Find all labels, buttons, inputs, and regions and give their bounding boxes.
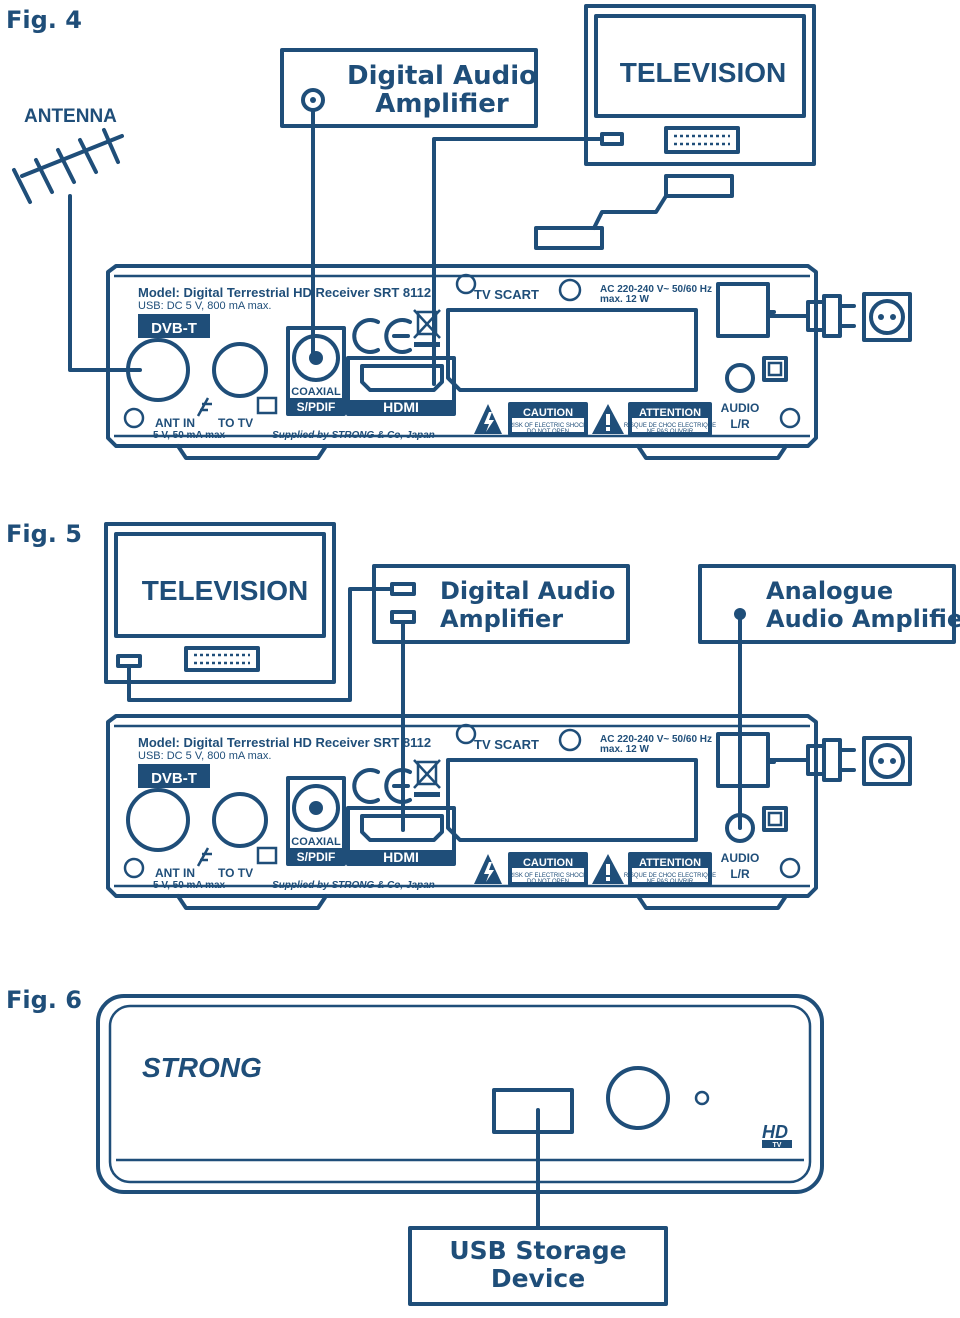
- fig4-tv-scart-port: [664, 126, 740, 154]
- fig5-amplifier-box: [372, 564, 630, 644]
- panel-usb: USB: DC 5 V, 800 mA max.: [138, 300, 271, 312]
- fig6-hdtv: TV: [773, 1142, 782, 1149]
- fig5: Fig. 5 TELEVISION Digital Audio Amplifie…: [6, 520, 960, 910]
- panel-model: Model: Digital Terrestrial HD Receiver S…: [138, 285, 431, 300]
- fig6-usb-line1: USB Storage: [449, 1236, 626, 1265]
- panel-supplied: Supplied by STRONG & Co, Japan: [272, 430, 435, 441]
- panel5-hdmi: HDMI: [383, 849, 419, 865]
- fig6-usb-line2: Device: [491, 1264, 585, 1293]
- panel-to-tv: TO TV: [218, 416, 253, 430]
- fig6-usb-device-box: [408, 1226, 668, 1306]
- panel5-tv-scart: TV SCART: [474, 737, 539, 752]
- fig4-power-plug-icon: [766, 292, 912, 342]
- fig5-amp-hdmi-out: [390, 610, 416, 624]
- panel5-coaxial: COAXIAL: [291, 836, 341, 848]
- fig4-amplifier-box: [280, 48, 538, 128]
- analog-jack-icon: [734, 608, 746, 620]
- fig5-label: Fig. 5: [6, 520, 82, 548]
- fig4-antenna-cable: [68, 194, 142, 372]
- panel-caution-sub1: RISK OF ELECTRIC SHOCK: [509, 423, 587, 429]
- fig5-amp-line1: Digital Audio: [440, 577, 615, 605]
- panel5-supplied: Supplied by STRONG & Co, Japan: [272, 880, 435, 891]
- panel-coaxial: COAXIAL: [291, 386, 341, 398]
- panel5-ac-line1: AC 220-240 V~ 50/60 Hz: [600, 734, 712, 745]
- panel-ac-line1: AC 220-240 V~ 50/60 Hz: [600, 284, 712, 295]
- panel5-ac-line2: max. 12 W: [600, 744, 649, 755]
- panel-dvbt: DVB-T: [151, 320, 197, 337]
- fig5-tv-hdmi-cable: [127, 587, 394, 702]
- fig5-tv-hdmi-port: [116, 654, 142, 668]
- fig5-tv-scart-port: [184, 646, 260, 672]
- panel5-caution-sub1: RISK OF ELECTRIC SHOCK: [509, 873, 587, 879]
- fig5-tv-screen: [114, 532, 326, 638]
- panel-hdmi: HDMI: [383, 399, 419, 415]
- panel-lr: L/R: [730, 417, 750, 431]
- panel5-attention-sub1: RISQUE DE CHOC ELECTRIQUE: [624, 873, 716, 879]
- panel5-attention: ATTENTION: [639, 857, 701, 869]
- fig6-hd: HD: [762, 1122, 788, 1142]
- fig4-tv-frame: [584, 4, 816, 166]
- fig4-panel-labels: Model: Digital Terrestrial HD Receiver S…: [138, 284, 759, 441]
- fig4-amp-line1: Digital Audio: [347, 61, 537, 91]
- fig5-analog-line1: Analogue: [766, 577, 893, 605]
- fig6-hdtv-bar: [762, 1140, 792, 1148]
- fig6-receiver-front: [96, 994, 824, 1194]
- fig4-amp-line2: Amplifier: [375, 89, 509, 119]
- fig5-panel-labels: Model: Digital Terrestrial HD Receiver S…: [138, 734, 759, 891]
- scart-cable-icon: [534, 174, 734, 250]
- panel5-spdif: S/PDIF: [297, 850, 336, 864]
- fig6: Fig. 6 STRONG HD TV USB Storage Device: [6, 986, 824, 1306]
- fig5-analog-line2: Audio Amplifier: [766, 605, 960, 633]
- panel-ant-in: ANT IN: [155, 416, 195, 430]
- panel5-to-tv: TO TV: [218, 866, 253, 880]
- panel-audio: AUDIO: [721, 401, 760, 415]
- fig4-hdmi-cable: [432, 137, 604, 386]
- fig4: Fig. 4 ANTENNA Digital Audio Amplifier T…: [6, 4, 912, 460]
- panel5-attention-sub2: NE PAS OUVRIR: [647, 879, 694, 885]
- panel-attention: ATTENTION: [639, 407, 701, 419]
- fig5-tv-label: TELEVISION: [142, 575, 308, 606]
- panel5-model: Model: Digital Terrestrial HD Receiver S…: [138, 735, 431, 750]
- panel5-lr: L/R: [730, 867, 750, 881]
- panel-attention-sub2: NE PAS OUVRIR: [647, 429, 694, 435]
- panel-ac-line2: max. 12 W: [600, 294, 649, 305]
- fig5-amp-hdmi-in: [390, 582, 416, 596]
- panel5-caution: CAUTION: [523, 857, 573, 869]
- panel5-audio: AUDIO: [721, 851, 760, 865]
- fig6-usb-port: [492, 1088, 574, 1134]
- panel-ant-spec: 5 V, 50 mA max: [153, 430, 226, 441]
- fig6-brand: STRONG: [142, 1052, 262, 1083]
- fig5-amp-line2: Amplifier: [440, 605, 563, 633]
- panel-attention-sub1: RISQUE DE CHOC ELECTRIQUE: [624, 423, 716, 429]
- fig4-tv-label: TELEVISION: [620, 57, 786, 88]
- fig4-label: Fig. 4: [6, 6, 82, 34]
- panel5-ant-spec: 5 V, 50 mA max: [153, 880, 226, 891]
- antenna-icon: [12, 128, 124, 204]
- fig6-label: Fig. 6: [6, 986, 82, 1014]
- panel5-ant-in: ANT IN: [155, 866, 195, 880]
- panel-caution: CAUTION: [523, 407, 573, 419]
- fig4-tv-hdmi-port: [600, 132, 624, 146]
- panel-spdif: S/PDIF: [297, 400, 336, 414]
- fig5-tv-frame: [104, 522, 336, 684]
- panel-caution-sub2: DO NOT OPEN: [527, 429, 569, 435]
- fig6-front-button: [606, 1066, 670, 1130]
- panel5-usb: USB: DC 5 V, 800 mA max.: [138, 750, 271, 762]
- fig6-led-icon: [694, 1090, 710, 1106]
- panel5-caution-sub2: DO NOT OPEN: [527, 879, 569, 885]
- panel5-dvbt: DVB-T: [151, 770, 197, 787]
- fig5-power-plug-icon: [766, 736, 912, 786]
- fig4-tv-screen: [594, 14, 806, 118]
- fig5-analog-amp-box: [698, 564, 956, 644]
- antenna-label: ANTENNA: [24, 106, 117, 127]
- panel-tv-scart: TV SCART: [474, 287, 539, 302]
